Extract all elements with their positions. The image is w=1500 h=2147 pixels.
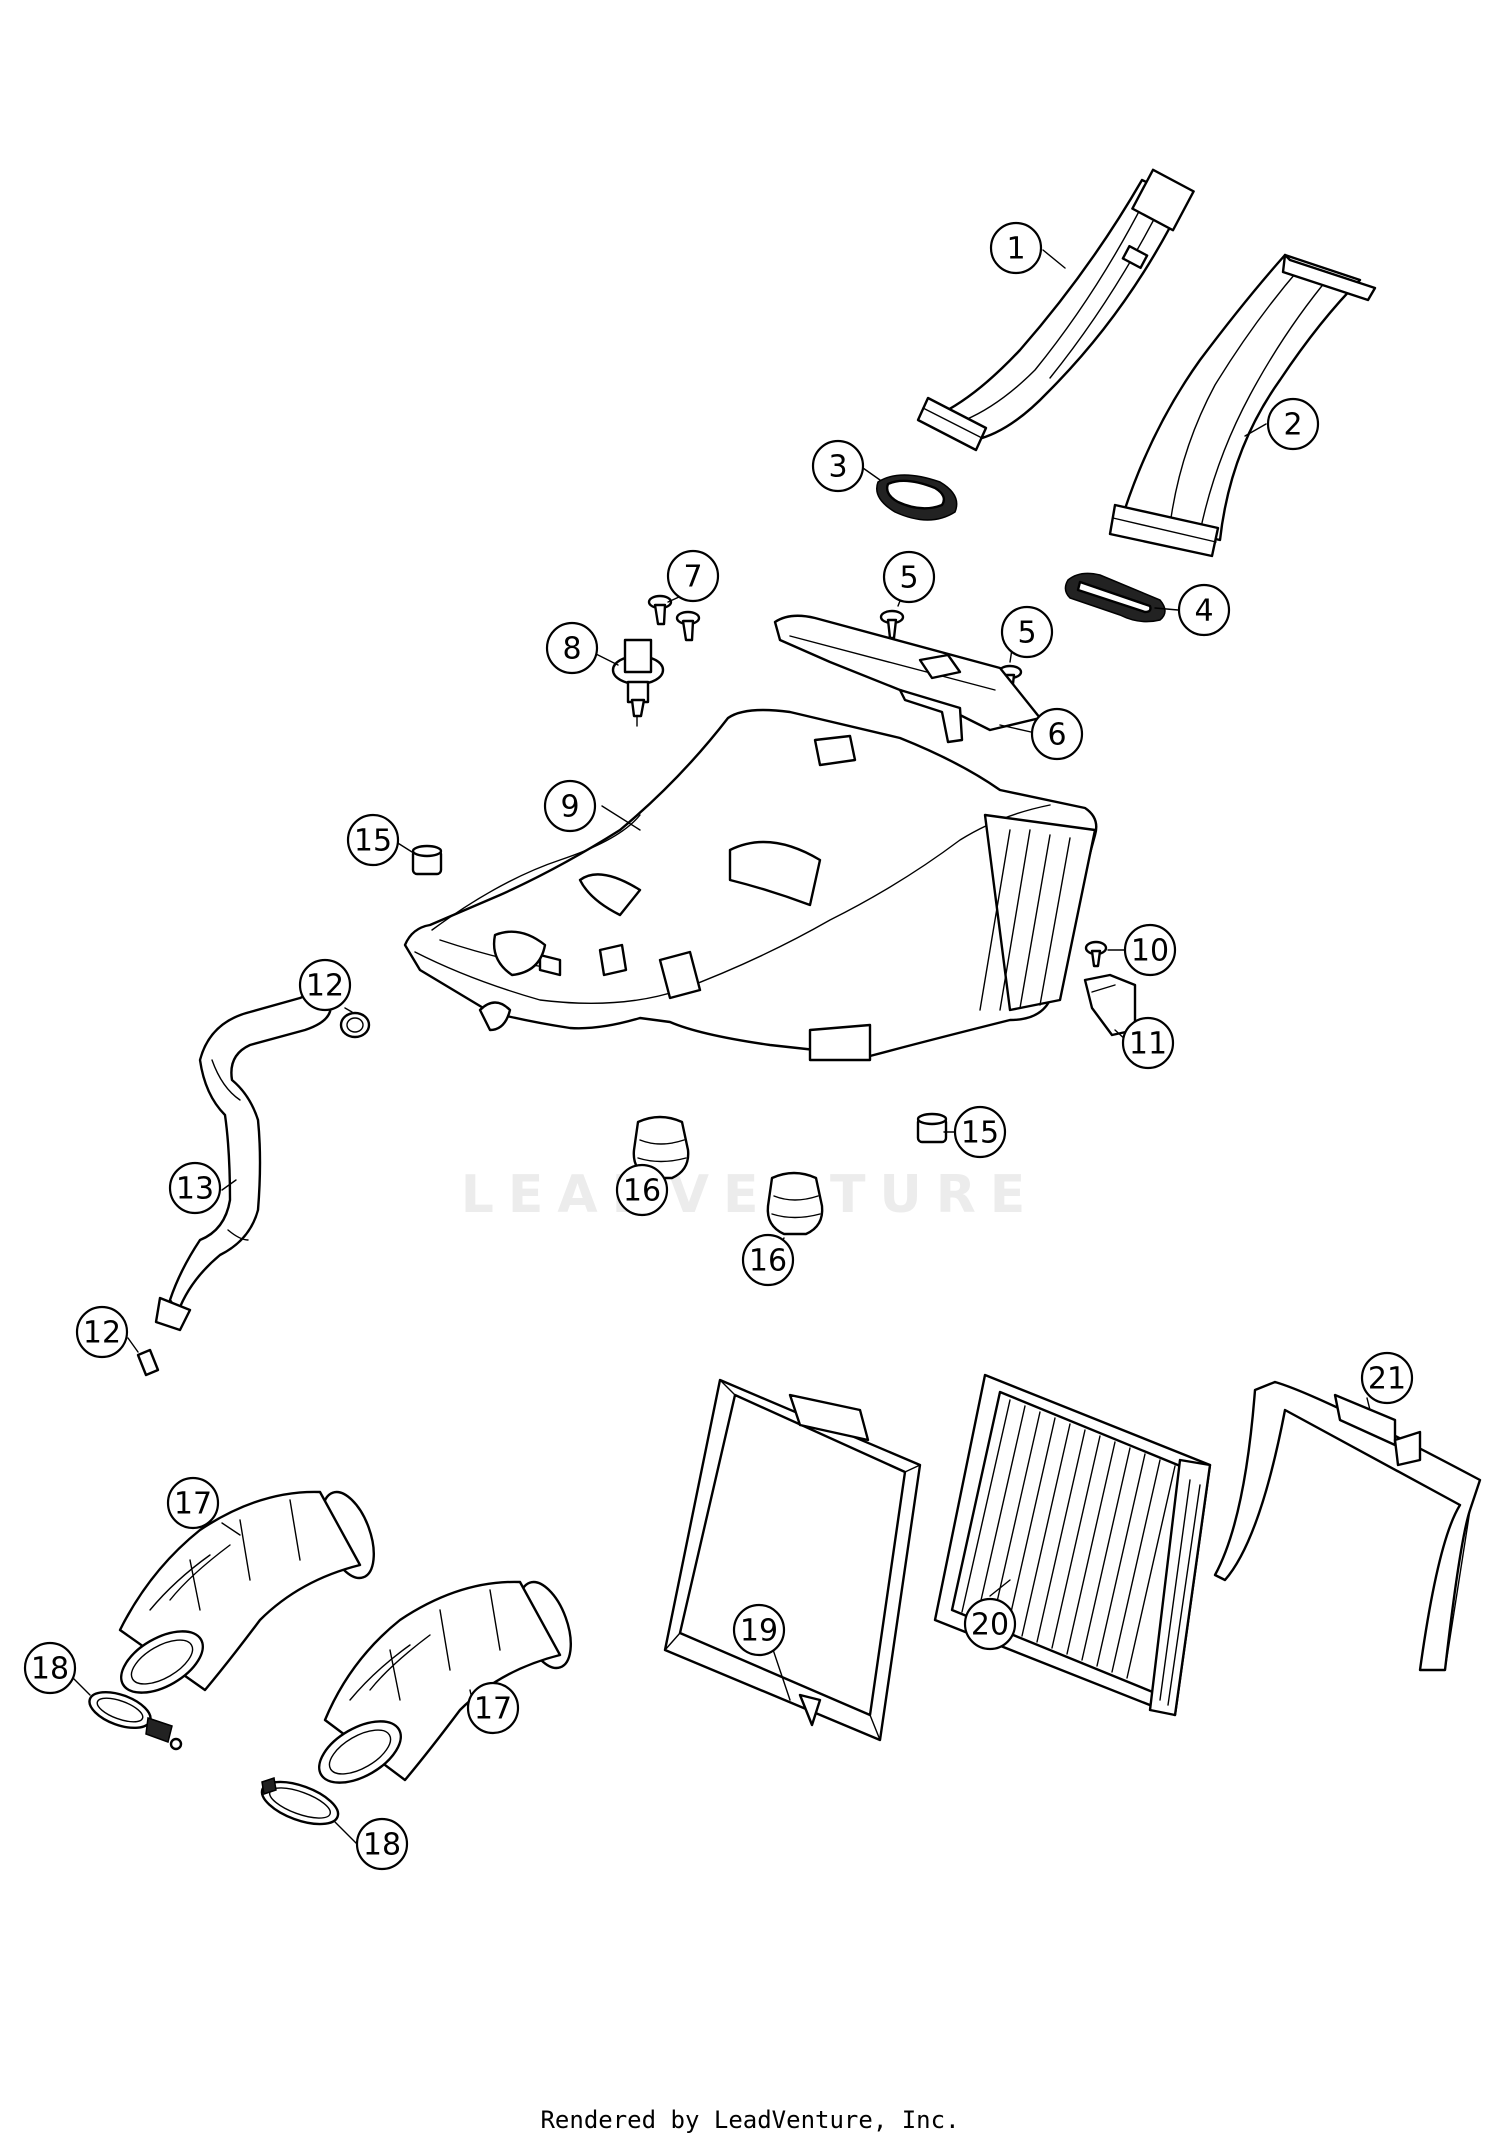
callout-11[interactable]: 11 (1121, 1016, 1175, 1070)
callout-label: 3 (828, 450, 847, 485)
callout-label: 2 (1283, 408, 1302, 443)
callout-18[interactable]: 18 (23, 1641, 77, 1695)
intake-boot[interactable] (111, 1485, 384, 1705)
watermark: LEADVENTURE (461, 1165, 1040, 1225)
air-filter-frame[interactable] (663, 1378, 922, 1742)
hose-clamp[interactable] (136, 1348, 160, 1377)
callout-20[interactable]: 20 (963, 1597, 1017, 1651)
screw[interactable] (879, 609, 905, 640)
callout-8[interactable]: 8 (545, 621, 599, 675)
breather-hose[interactable] (154, 992, 332, 1332)
callout-6[interactable]: 6 (1030, 707, 1084, 761)
callout-label: 12 (83, 1316, 121, 1351)
callout-label: 16 (749, 1244, 787, 1279)
rubber-grommet[interactable] (632, 1115, 690, 1180)
duct-seal[interactable] (1064, 572, 1166, 623)
screw[interactable] (647, 594, 673, 626)
callout-9[interactable]: 9 (543, 779, 597, 833)
callout-label: 11 (1129, 1027, 1167, 1062)
intake-duct-lower[interactable] (1108, 253, 1377, 558)
callout-label: 4 (1194, 594, 1213, 629)
callout-label: 9 (560, 790, 579, 825)
callout-2[interactable]: 2 (1266, 397, 1320, 451)
airbox-housing[interactable] (403, 708, 1098, 1062)
callout-19[interactable]: 19 (732, 1603, 786, 1657)
callout-label: 20 (971, 1608, 1009, 1643)
air-filter[interactable] (933, 1373, 1212, 1717)
callout-label: 18 (363, 1828, 401, 1863)
duct-seal-ring[interactable] (876, 474, 958, 521)
callout-16[interactable]: 16 (615, 1163, 669, 1217)
callout-label: 8 (562, 632, 581, 667)
rubber-bushing[interactable] (916, 1112, 948, 1144)
callout-label: 7 (683, 560, 702, 595)
callout-label: 15 (354, 824, 392, 859)
boot-clamp[interactable] (85, 1685, 183, 1751)
callout-label: 19 (740, 1614, 778, 1649)
render-credit: Rendered by LeadVenture, Inc. (540, 2106, 960, 2134)
callout-label: 1 (1006, 232, 1025, 267)
callout-label: 21 (1368, 1362, 1406, 1397)
callout-label: 5 (899, 561, 918, 596)
filter-cage[interactable] (1213, 1380, 1482, 1672)
callout-17[interactable]: 17 (466, 1681, 520, 1735)
intake-duct-upper[interactable] (916, 168, 1195, 452)
intake-air-sensor[interactable] (611, 638, 665, 727)
callout-1[interactable]: 1 (989, 221, 1043, 275)
callout-18[interactable]: 18 (355, 1817, 409, 1871)
callout-5[interactable]: 5 (1000, 605, 1054, 659)
callout-label: 18 (31, 1652, 69, 1687)
callout-12[interactable]: 12 (75, 1305, 129, 1359)
airbox-cover-plate[interactable] (773, 614, 1042, 744)
callout-3[interactable]: 3 (811, 439, 865, 493)
callout-7[interactable]: 7 (666, 549, 720, 603)
callout-17[interactable]: 17 (166, 1476, 220, 1530)
callout-4[interactable]: 4 (1177, 583, 1231, 637)
callout-label: 17 (474, 1692, 512, 1727)
callout-15[interactable]: 15 (953, 1105, 1007, 1159)
callout-label: 12 (306, 969, 344, 1004)
hose-clamp[interactable] (339, 1011, 371, 1039)
callout-label: 10 (1131, 934, 1169, 969)
callout-5[interactable]: 5 (882, 550, 936, 604)
callout-12[interactable]: 12 (298, 958, 352, 1012)
callout-label: 16 (623, 1174, 661, 1209)
rubber-grommet[interactable] (766, 1171, 824, 1236)
rubber-bushing[interactable] (411, 844, 443, 876)
intake-boot[interactable] (309, 1575, 581, 1795)
callout-21[interactable]: 21 (1360, 1351, 1414, 1405)
callout-16[interactable]: 16 (741, 1233, 795, 1287)
callout-label: 5 (1017, 616, 1036, 651)
screw[interactable] (675, 610, 701, 642)
callout-10[interactable]: 10 (1123, 923, 1177, 977)
screw[interactable] (1084, 940, 1108, 968)
clip-cover[interactable] (1083, 973, 1137, 1037)
callout-label: 17 (174, 1487, 212, 1522)
callout-label: 13 (176, 1172, 214, 1207)
callout-13[interactable]: 13 (168, 1161, 222, 1215)
callout-label: 6 (1047, 718, 1066, 753)
callout-label: 15 (961, 1116, 999, 1151)
callout-15[interactable]: 15 (346, 813, 400, 867)
boot-clamp[interactable] (257, 1773, 344, 1832)
